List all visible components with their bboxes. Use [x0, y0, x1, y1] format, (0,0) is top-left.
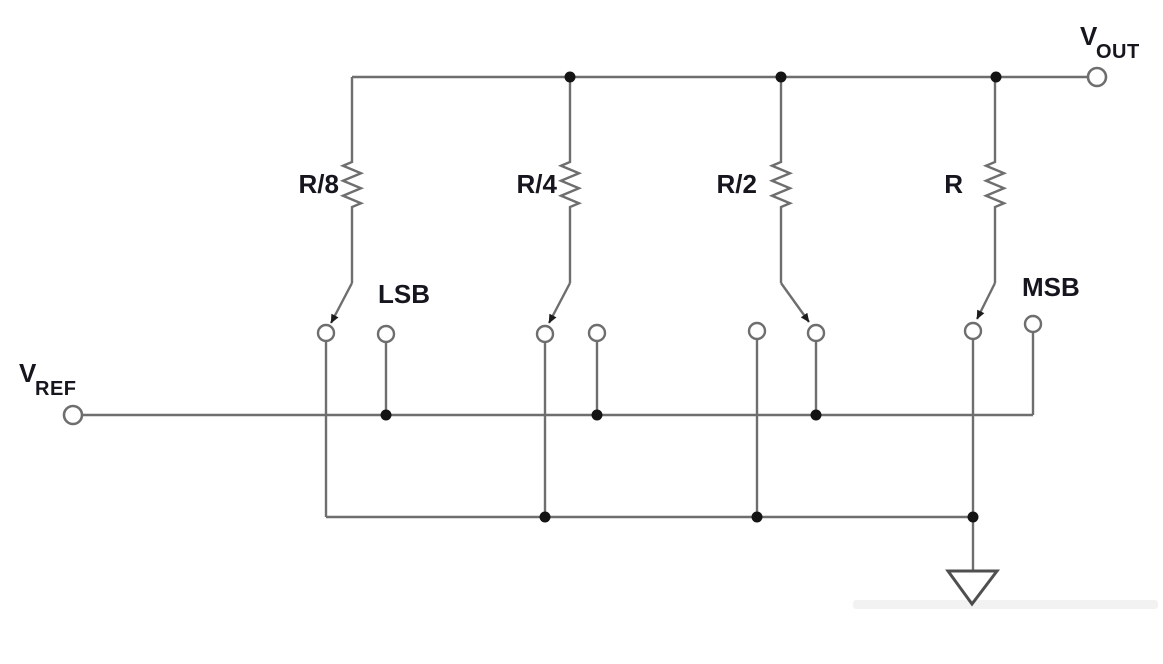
- branch-r: R MSB: [944, 77, 1080, 517]
- switch-bit2-throw-vref: [806, 323, 826, 343]
- resistor-r8-label: R/8: [299, 169, 339, 199]
- resistor-r: [982, 77, 1008, 283]
- resistor-r-label: R: [944, 169, 963, 199]
- msb-label: MSB: [1022, 272, 1080, 302]
- junction-dot: [380, 409, 392, 421]
- ground-symbol: [945, 517, 1001, 607]
- junction-dot: [990, 71, 1002, 83]
- lsb-label: LSB: [378, 279, 430, 309]
- switch-msb-throw-ground: [963, 321, 983, 341]
- compression-artifact: [853, 600, 1158, 609]
- junction-dot: [967, 511, 979, 523]
- switch-lsb-throw-ground: [316, 323, 336, 343]
- switch-bit2-wiper: [780, 282, 810, 323]
- resistor-r8: [339, 77, 365, 283]
- ground-triangle-icon: [945, 569, 1001, 607]
- switch-msb-throw-vref: [1023, 314, 1043, 334]
- switch-bit1-throw-ground: [535, 324, 555, 344]
- resistor-r4-label: R/4: [517, 169, 558, 199]
- open-circle-terminal: [1086, 66, 1108, 88]
- junction-dot: [775, 71, 787, 83]
- branch-r8: R/8 LSB: [299, 77, 430, 517]
- vref-terminal: V REF: [19, 358, 84, 426]
- switch-lsb-wiper: [329, 282, 354, 324]
- vref-label: V: [19, 358, 37, 388]
- vref-subscript: REF: [35, 378, 77, 400]
- switch-msb-wiper: [975, 282, 997, 320]
- junction-dot: [564, 71, 576, 83]
- junction-dot: [751, 511, 763, 523]
- branch-r2: R/2: [717, 77, 826, 517]
- resistor-r4: [557, 77, 583, 283]
- switch-bit2-throw-ground: [747, 321, 767, 341]
- vout-label: V: [1080, 21, 1098, 51]
- junction-dot: [591, 409, 603, 421]
- resistor-r2: [768, 77, 794, 283]
- switch-lsb-throw-vref: [376, 324, 396, 344]
- resistor-r2-label: R/2: [717, 169, 757, 199]
- open-circle-terminal: [62, 404, 84, 426]
- vout-subscript: OUT: [1096, 41, 1140, 63]
- junction-dots: [380, 71, 1002, 523]
- junction-dot: [539, 511, 551, 523]
- switch-bit1-wiper: [547, 282, 572, 324]
- junction-dot: [810, 409, 822, 421]
- switch-bit1-throw-vref: [587, 323, 607, 343]
- branch-r4: R/4: [517, 77, 607, 517]
- vout-terminal: V OUT: [1080, 21, 1140, 88]
